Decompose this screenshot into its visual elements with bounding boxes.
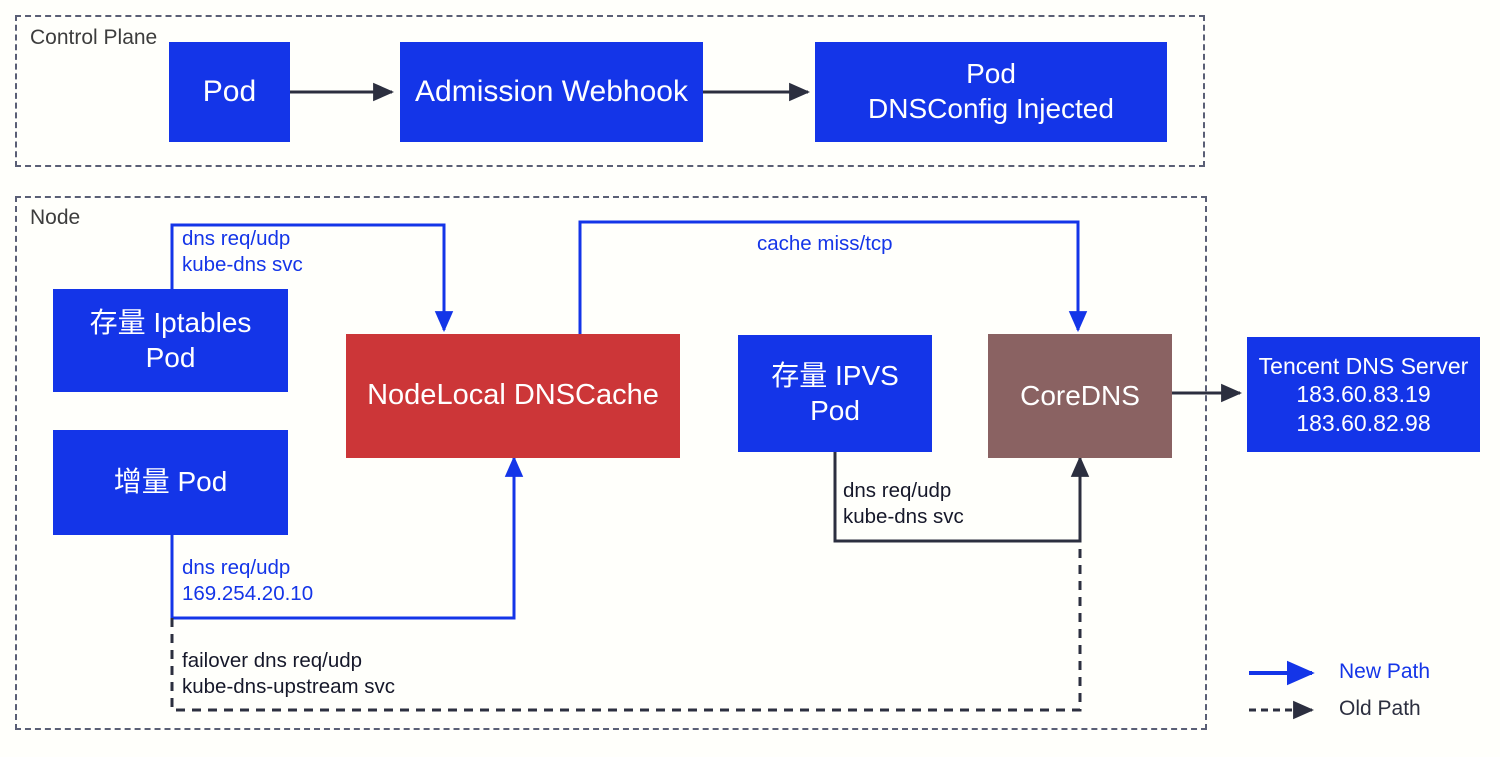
box-nodelocal-dnscache-line-1: NodeLocal DNSCache [367, 379, 659, 412]
box-pod[interactable]: Pod [169, 42, 290, 142]
label-newpod-to-dnscache-line-2: 169.254.20.10 [182, 582, 314, 606]
box-pod-dnsconfig-injected-line-1: Pod [966, 58, 1016, 90]
label-failover-line-2: kube-dns-upstream svc [182, 675, 396, 699]
box-coredns-line-1: CoreDNS [1020, 379, 1140, 411]
label-cache-miss-line-1: cache miss/tcp [757, 232, 893, 255]
box-new-pod[interactable]: 增量 Pod [53, 430, 288, 535]
box-tencent-dns-server[interactable]: Tencent DNS Server 183.60.83.19 183.60.8… [1247, 337, 1480, 452]
box-nodelocal-dnscache[interactable]: NodeLocal DNSCache [346, 334, 680, 458]
box-new-pod-line-1: 增量 Pod [113, 466, 228, 498]
box-tencent-dns-server-line-3: 183.60.82.98 [1296, 409, 1431, 436]
label-iptables-to-dnscache-line-1: dns req/udp [182, 227, 291, 250]
box-tencent-dns-server-line-2: 183.60.83.19 [1296, 381, 1431, 408]
group-node-label: Node [24, 206, 87, 230]
box-admission-webhook-line-1: Admission Webhook [415, 75, 688, 109]
box-legacy-ipvs-pod-line-1: 存量 IPVS [771, 359, 899, 391]
group-node [15, 196, 1207, 730]
box-pod-dnsconfig-injected[interactable]: Pod DNSConfig Injected [815, 42, 1167, 142]
label-newpod-to-dnscache: dns req/udp 169.254.20.10 [182, 555, 313, 607]
legend-old-path-label: Old Path [1339, 697, 1421, 720]
box-pod-line-1: Pod [202, 75, 257, 109]
box-tencent-dns-server-line-1: Tencent DNS Server [1258, 352, 1469, 379]
legend-new-path-label: New Path [1339, 660, 1431, 683]
box-legacy-ipvs-pod-line-2: Pod [810, 394, 860, 426]
group-control-plane [15, 15, 1205, 167]
box-admission-webhook[interactable]: Admission Webhook [400, 42, 703, 142]
box-legacy-iptables-pod-line-1: 存量 Iptables [89, 306, 252, 338]
box-legacy-ipvs-pod[interactable]: 存量 IPVS Pod [738, 335, 932, 452]
box-legacy-iptables-pod-line-2: Pod [145, 341, 196, 373]
label-ipvs-to-coredns: dns req/udp kube-dns svc [843, 478, 964, 530]
label-cache-miss: cache miss/tcp [757, 231, 893, 257]
label-newpod-to-dnscache-line-1: dns req/udp [182, 556, 291, 579]
legend-item-new-path: New Path [1325, 660, 1430, 684]
label-ipvs-to-coredns-line-1: dns req/udp [843, 479, 952, 502]
label-failover-line-1: failover dns req/udp [182, 649, 363, 672]
legend-item-old-path: Old Path [1325, 697, 1421, 721]
box-legacy-iptables-pod[interactable]: 存量 Iptables Pod [53, 289, 288, 392]
box-pod-dnsconfig-injected-line-2: DNSConfig Injected [868, 93, 1114, 124]
label-ipvs-to-coredns-line-2: kube-dns svc [843, 505, 964, 529]
box-coredns[interactable]: CoreDNS [988, 334, 1172, 458]
label-failover: failover dns req/udp kube-dns-upstream s… [182, 648, 395, 700]
label-iptables-to-dnscache-line-2: kube-dns svc [182, 253, 303, 277]
label-iptables-to-dnscache: dns req/udp kube-dns svc [182, 226, 303, 278]
group-control-plane-label: Control Plane [24, 26, 164, 50]
